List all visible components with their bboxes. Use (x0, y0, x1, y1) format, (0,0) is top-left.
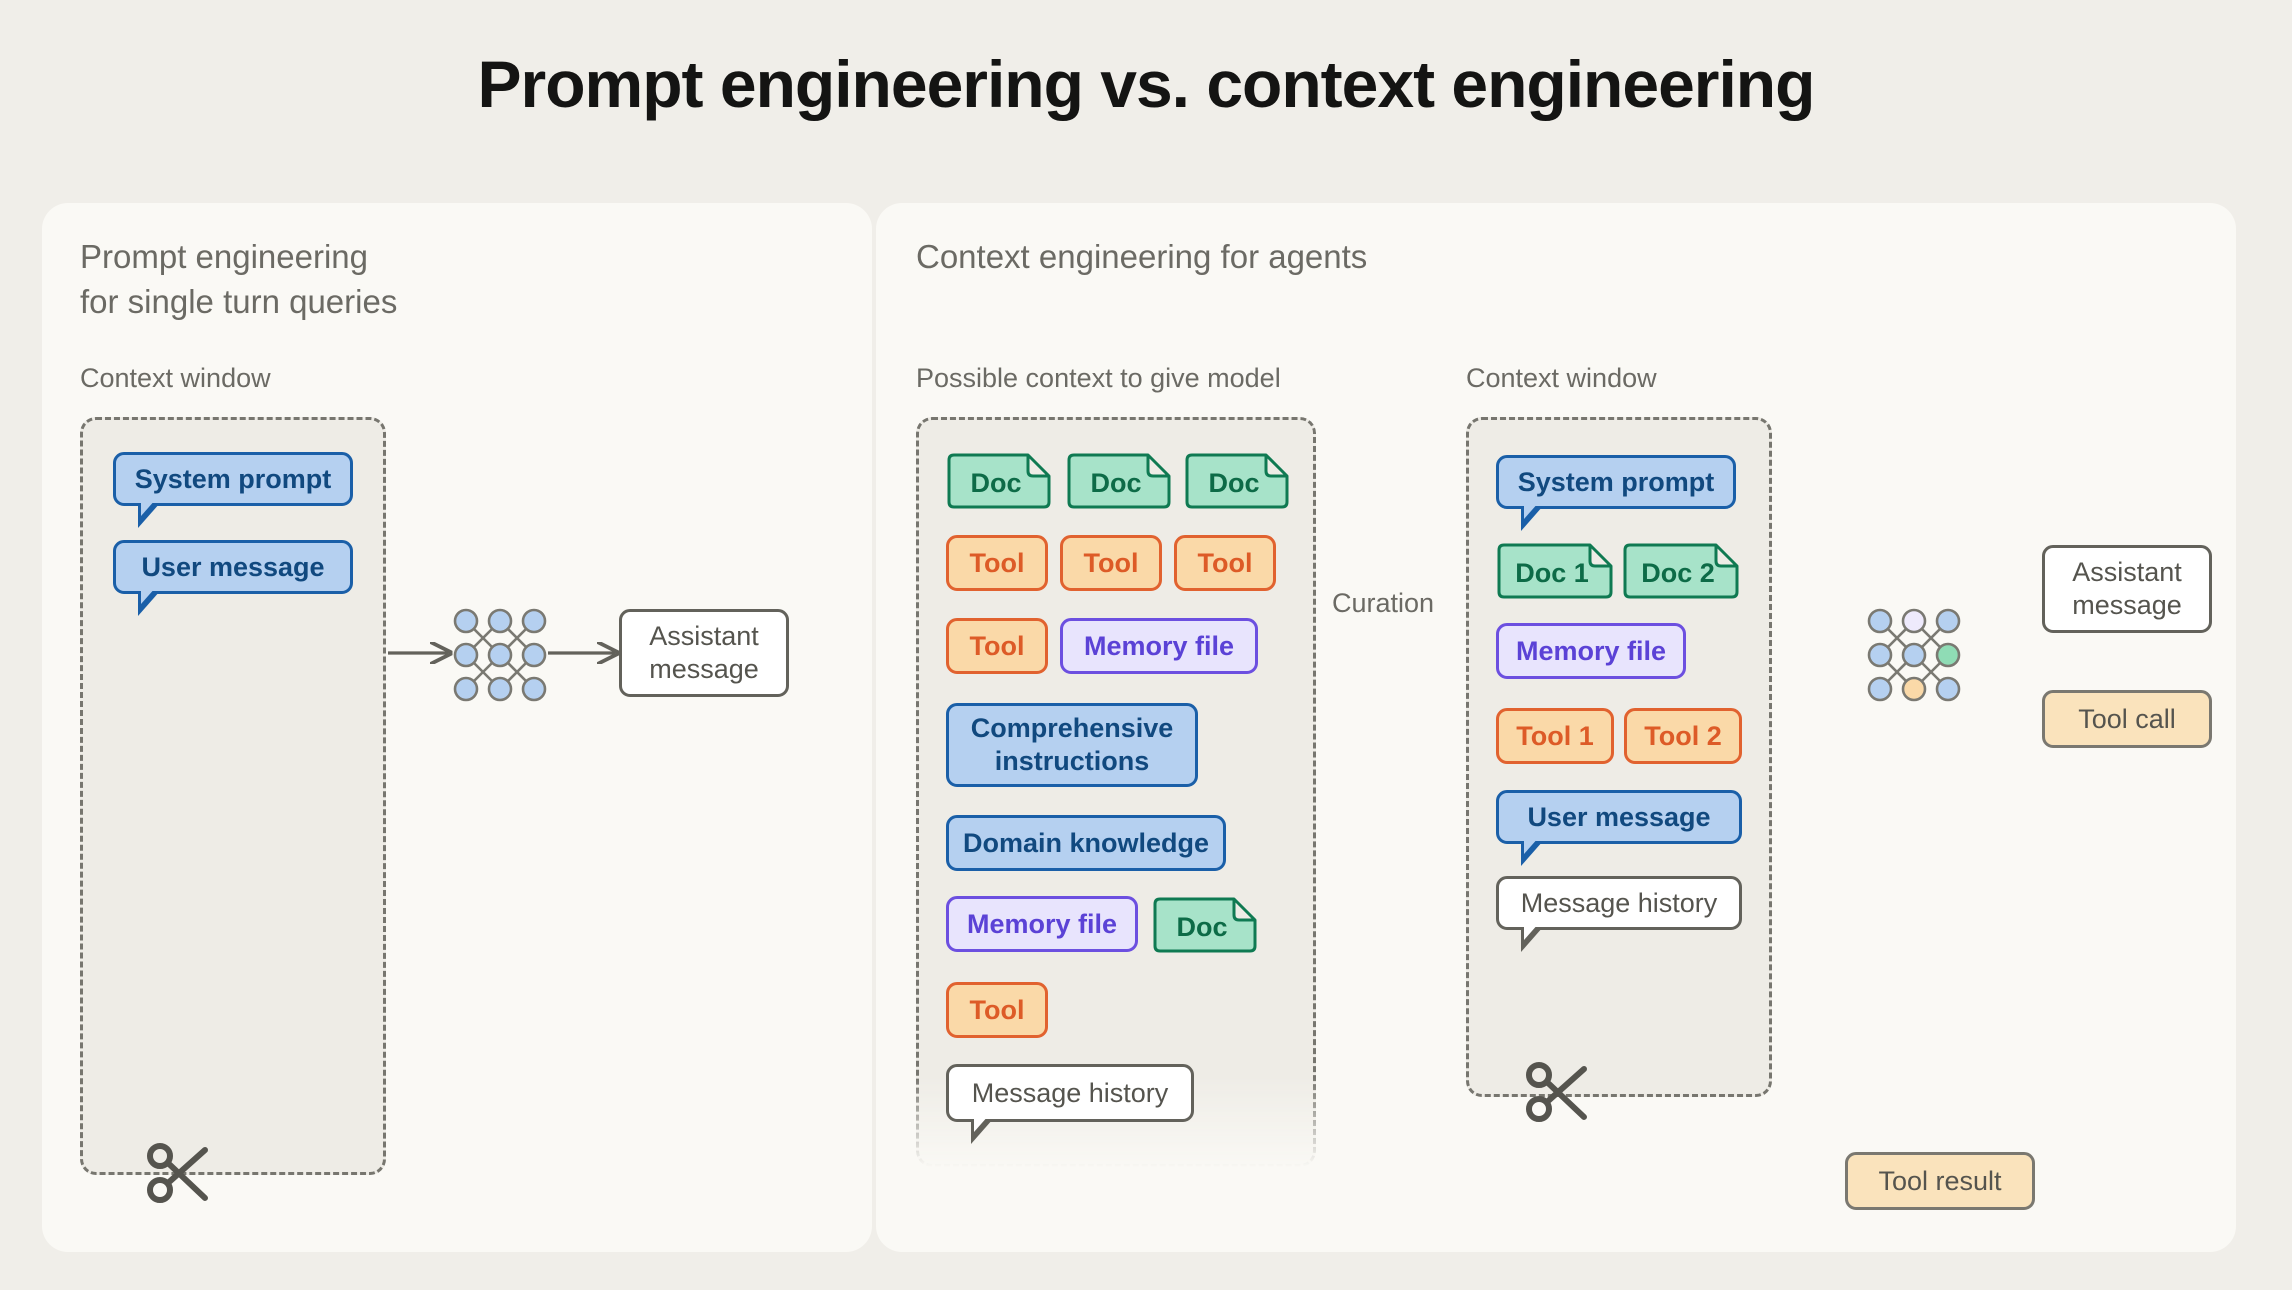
possible-tool-2[interactable]: Tool (1060, 535, 1162, 591)
possible-doc-1-label: Doc (970, 467, 1022, 498)
cw-system-prompt[interactable]: System prompt (1496, 455, 1736, 531)
cw-doc-1-label: Doc 1 (1515, 557, 1589, 588)
possible-memory-file-1[interactable]: Memory file (1060, 618, 1258, 674)
possible-doc-4[interactable]: Doc (1152, 896, 1258, 954)
possible-domain-knowledge[interactable]: Domain knowledge (946, 815, 1226, 871)
cw-user-message[interactable]: User message (1496, 790, 1742, 866)
cw-memory-file[interactable]: Memory file (1496, 623, 1686, 679)
possible-context-box (916, 417, 1316, 1167)
left-node-user-message[interactable]: User message (113, 540, 353, 616)
left-assistant-message-box[interactable]: Assistant message (619, 609, 789, 697)
possible-message-history[interactable]: Message history (946, 1064, 1194, 1144)
left-context-window-box (80, 417, 386, 1175)
left-node-system-prompt[interactable]: System prompt (113, 452, 353, 528)
cw-doc-2-label: Doc 2 (1641, 557, 1715, 588)
cw-tool-2[interactable]: Tool 2 (1624, 708, 1742, 764)
possible-doc-3-label: Doc (1208, 467, 1260, 498)
cw-doc-1[interactable]: Doc 1 (1496, 542, 1614, 600)
possible-tool-5[interactable]: Tool (946, 982, 1048, 1038)
left-model-network-icon (448, 603, 552, 712)
possible-memory-file-2[interactable]: Memory file (946, 896, 1138, 952)
cw-doc-2[interactable]: Doc 2 (1622, 542, 1740, 600)
tool-result-box[interactable]: Tool result (1845, 1152, 2035, 1210)
cw-message-history[interactable]: Message history (1496, 876, 1742, 952)
right-context-window-label: Context window (1466, 363, 1657, 393)
tool-call-box[interactable]: Tool call (2042, 690, 2212, 748)
possible-doc-1[interactable]: Doc (946, 452, 1052, 510)
possible-comprehensive-instructions[interactable]: Comprehensive instructions (946, 703, 1198, 787)
possible-doc-4-label: Doc (1176, 911, 1228, 942)
left-panel-heading: Prompt engineering for single turn queri… (80, 238, 398, 320)
possible-doc-2-label: Doc (1090, 467, 1142, 498)
right-model-network-icon (1862, 603, 1966, 712)
scissors-icon-left (143, 1136, 219, 1217)
possible-tool-1[interactable]: Tool (946, 535, 1048, 591)
possible-doc-3[interactable]: Doc (1184, 452, 1290, 510)
possible-doc-2[interactable]: Doc (1066, 452, 1172, 510)
scissors-icon-right (1522, 1055, 1598, 1136)
possible-tool-3[interactable]: Tool (1174, 535, 1276, 591)
cw-tool-1[interactable]: Tool 1 (1496, 708, 1614, 764)
right-panel-heading: Context engineering for agents (916, 238, 1368, 275)
page-title: Prompt engineering vs. context engineeri… (477, 47, 1816, 121)
right-assistant-message-box[interactable]: Assistant message (2042, 545, 2212, 633)
left-context-window-label: Context window (80, 363, 271, 393)
possible-tool-4[interactable]: Tool (946, 618, 1048, 674)
possible-context-label: Possible context to give model (916, 363, 1281, 393)
curation-label: Curation (1332, 588, 1435, 618)
